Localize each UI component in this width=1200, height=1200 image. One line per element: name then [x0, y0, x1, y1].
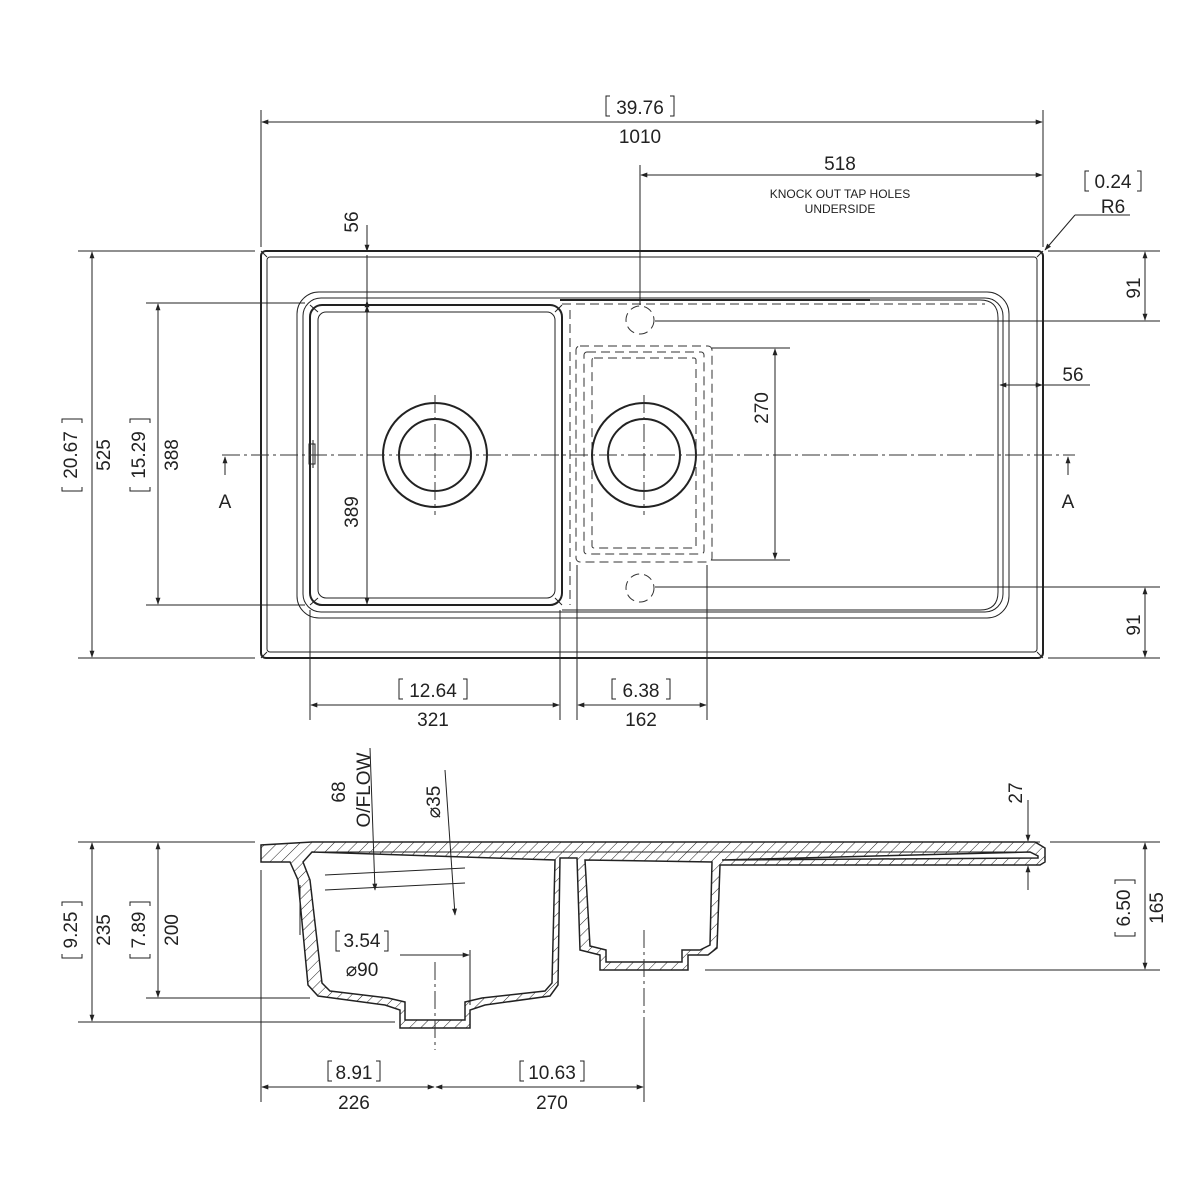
tap-hole-note-line1: KNOCK OUT TAP HOLES: [770, 187, 910, 201]
waste-spacing-inches: 10.63: [528, 1063, 576, 1084]
prep-bowl-length: 270: [752, 392, 773, 424]
overall-width-mm: 1010: [619, 127, 661, 148]
bowl-height-inches: 7.89: [129, 912, 150, 949]
tap-hole-offset: 518: [824, 154, 856, 175]
bowl-depth-mm: 388: [162, 439, 183, 471]
main-bowl-length: 389: [342, 496, 363, 528]
prep-bowl-width-inches: 6.38: [623, 681, 660, 702]
right-rim-dim: 56: [1062, 365, 1083, 386]
sink-section-body: [260, 841, 1046, 1029]
main-bowl-width-mm: 321: [417, 710, 449, 731]
prep-height-inches: 6.50: [1114, 890, 1135, 927]
top-rim-dim: 56: [342, 211, 363, 232]
plan-view: A A 39.76 1010 518 KNOCK OUT TAP HOLES U…: [61, 95, 1160, 731]
section-view: 68 O/FLOW ⌀35 3.54 ⌀90 27 9.25 235 7.89 …: [61, 747, 1168, 1114]
tap-hole-note-line2: UNDERSIDE: [805, 202, 876, 216]
tap-hole-top: [625, 305, 655, 335]
overall-height-mm: 235: [94, 914, 115, 946]
overall-width-inches: 39.76: [616, 98, 664, 119]
overflow-label: O/FLOW: [354, 752, 375, 827]
deck-thickness: 27: [1006, 782, 1027, 803]
waste-offset-mm: 226: [338, 1093, 370, 1114]
tap-hole-bottom: [625, 573, 655, 603]
bowl-height-mm: 200: [162, 914, 183, 946]
corner-radius: R6: [1101, 197, 1125, 218]
overflow-size: 68: [329, 781, 350, 802]
section-label-right: A: [1062, 492, 1075, 513]
waste-offset-inches: 8.91: [336, 1063, 373, 1084]
bowl-depth-inches: 15.29: [129, 431, 150, 479]
overall-depth-mm: 525: [94, 439, 115, 471]
overall-height-inches: 9.25: [61, 912, 82, 949]
waste-diameter: ⌀90: [346, 960, 379, 981]
waste-spacing-mm: 270: [536, 1093, 568, 1114]
prep-bowl-width-mm: 162: [625, 710, 657, 731]
prep-bowl: [575, 345, 713, 563]
overall-depth-inches: 20.67: [61, 431, 82, 479]
prep-height-mm: 165: [1147, 892, 1168, 924]
section-label-left: A: [219, 492, 232, 513]
main-bowl-width-inches: 12.64: [409, 681, 457, 702]
waste-diameter-inches: 3.54: [344, 931, 381, 952]
overflow-diameter: ⌀35: [424, 786, 445, 819]
tap-hole-bottom-dim: 91: [1124, 614, 1145, 635]
tap-hole-top-dim: 91: [1124, 277, 1145, 298]
corner-radius-inches: 0.24: [1095, 172, 1132, 193]
